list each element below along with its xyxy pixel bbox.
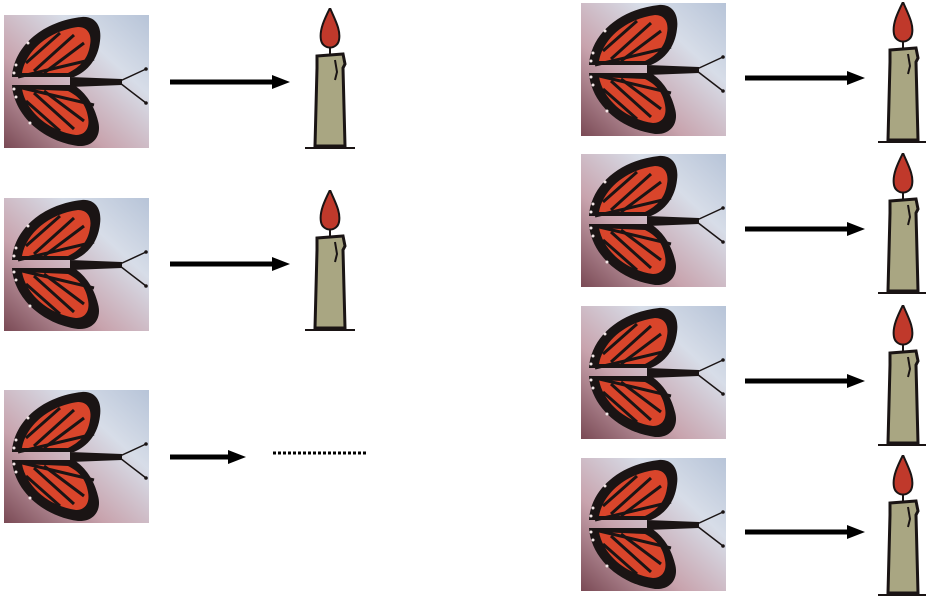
right-arrow-icon (745, 374, 865, 388)
candle-icon (305, 190, 355, 332)
candle-icon (878, 455, 926, 597)
candle-icon (878, 2, 926, 144)
right-arrow-icon (745, 71, 865, 85)
butterfly-icon (581, 154, 726, 287)
right-arrow-icon (745, 222, 865, 236)
right-arrow-icon (745, 525, 865, 539)
butterfly-icon (581, 306, 726, 439)
right-arrow-icon (170, 257, 290, 271)
candle-icon (878, 305, 926, 447)
right-arrow-icon (170, 450, 246, 464)
butterfly-icon (4, 15, 149, 148)
dotted-line-icon (273, 451, 367, 455)
butterfly-icon (581, 458, 726, 591)
butterfly-icon (4, 390, 149, 523)
candle-icon (305, 8, 355, 150)
candle-icon (878, 153, 926, 295)
butterfly-icon (581, 3, 726, 136)
butterfly-icon (4, 198, 149, 331)
right-arrow-icon (170, 75, 290, 89)
